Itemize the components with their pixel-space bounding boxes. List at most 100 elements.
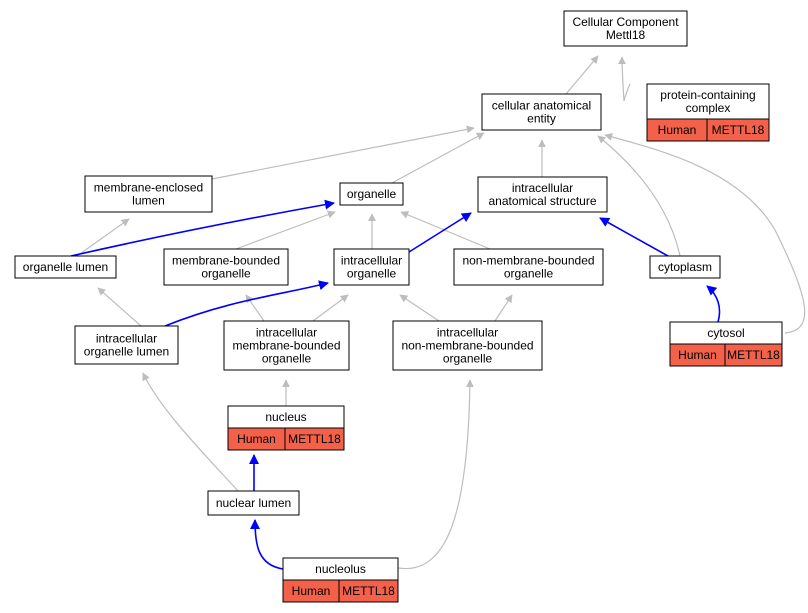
edge-organelle-to-anatomical-entity [391,132,485,184]
annotation-gene-cell [706,118,770,142]
node-label-line: organelle [262,352,312,366]
node-box [74,325,179,365]
node-label-line: membrane-bounded [172,254,280,268]
edge-organelle-lumen-to-membrane-enclosed-lumen [76,218,130,257]
node-box [649,255,721,279]
edge-cytosol-to-cytoplasm-blue [706,285,721,323]
node-label-line: Cellular Component [572,15,679,29]
node-box [563,10,688,47]
annotation-gene: METTL18 [712,123,765,137]
edge-cytosol-to-anatomical-entity [604,133,806,334]
node-nuclear-lumen[interactable]: nuclear lumen [207,490,300,516]
node-label-line: complex [686,101,731,115]
annotation-gene-cell [284,427,345,451]
node-label-line: protein-containing [660,88,755,102]
annotation-gene: METTL18 [727,348,780,362]
node-box [163,248,289,286]
node-label-line: intracellular [512,181,573,195]
node-label-line: intracellular [96,332,157,346]
node-label-line: cellular anatomical [492,99,591,113]
node-label-line: organelle [443,352,493,366]
node-label-line: lumen [132,194,165,208]
node-label-line: anatomical structure [488,194,596,208]
edge-imbo-to-intracellular-organelle [312,294,349,322]
annotation-species: Human [237,432,276,446]
node-label-line: cytosol [707,326,744,340]
edge-anatomical-entity-to-cellular-component [565,55,599,95]
node-box [339,182,404,206]
node-box [481,93,602,131]
edge-intracellular-lumen-to-organelle-lumen [97,287,142,327]
node-box [207,490,300,516]
edge-cytoplasm-to-structure-blue [599,217,669,257]
node-label-line: organelle [504,267,554,281]
node-intracellular-non-membrane-bounded-organelle[interactable]: intracellularnon-membrane-boundedorganel… [392,320,543,371]
edge-nucleolus-to-nuclear-lumen-blue [250,519,284,570]
edge-non-membrane-bounded-to-organelle [400,211,491,250]
edge-membrane-enclosed-lumen-to-anatomical-entity [211,125,475,180]
edge-protein-complex-to-cellular-component [618,56,631,102]
node-label-line: intracellular [341,254,402,268]
node-box [646,83,770,120]
edge-imbo-to-membrane-bounded [245,294,265,322]
node-label-line: entity [527,112,556,126]
node-label-line: nucleus [265,410,306,424]
node-label-line: organelle lumen [84,345,169,359]
annotation-gene-cell [338,579,399,603]
edge-organelle-lumen-to-organelle-blue [70,199,335,257]
node-box [84,175,213,213]
node-label-line: non-membrane-bounded [462,254,594,268]
annotation-gene: METTL18 [342,584,395,598]
edge-inmbo-to-intracellular-organelle [399,294,440,322]
annotation-gene-cell [724,343,783,367]
node-box [477,176,608,213]
annotation-species: Human [292,584,331,598]
node-label-line: membrane-enclosed [94,181,203,195]
node-box [223,320,350,371]
node-label-line: nucleolus [315,562,366,576]
node-label-line: membrane-bounded [232,339,340,353]
node-label-line: organelle lumen [23,260,108,274]
node-label-line: organelle [347,267,397,281]
node-box [14,255,117,279]
node-label-line: nuclear lumen [216,496,291,510]
node-organelle[interactable]: organelle [339,182,404,206]
node-label-line: Mettl18 [606,28,646,42]
annotation-species: Human [658,123,697,137]
node-label-line: cytoplasm [658,260,712,274]
edge-intracellular-lumen-to-intracellular-organelle-blue [164,280,329,327]
node-label-line: intracellular [256,326,317,340]
edge-layer [70,55,806,570]
node-label-line: intracellular [437,326,498,340]
node-label-line: organelle [201,267,251,281]
node-box [333,248,410,286]
node-box [453,248,604,286]
annotation-gene: METTL18 [288,432,341,446]
annotation-species: Human [678,348,717,362]
node-organelle-lumen[interactable]: organelle lumen [14,255,117,279]
edge-nucleolus-to-inmbo [397,379,474,570]
node-cytoplasm[interactable]: cytoplasm [649,255,721,279]
edge-membrane-bounded-to-organelle [235,210,336,250]
edge-intracellular-organelle-to-structure-blue [408,212,472,253]
edge-nuclear-lumen-to-intracellular-lumen [142,372,239,492]
node-label-line: non-membrane-bounded [401,339,533,353]
node-box [392,320,543,371]
node-label-line: organelle [347,187,397,201]
edge-cytoplasm-to-anatomical-entity [597,135,681,257]
